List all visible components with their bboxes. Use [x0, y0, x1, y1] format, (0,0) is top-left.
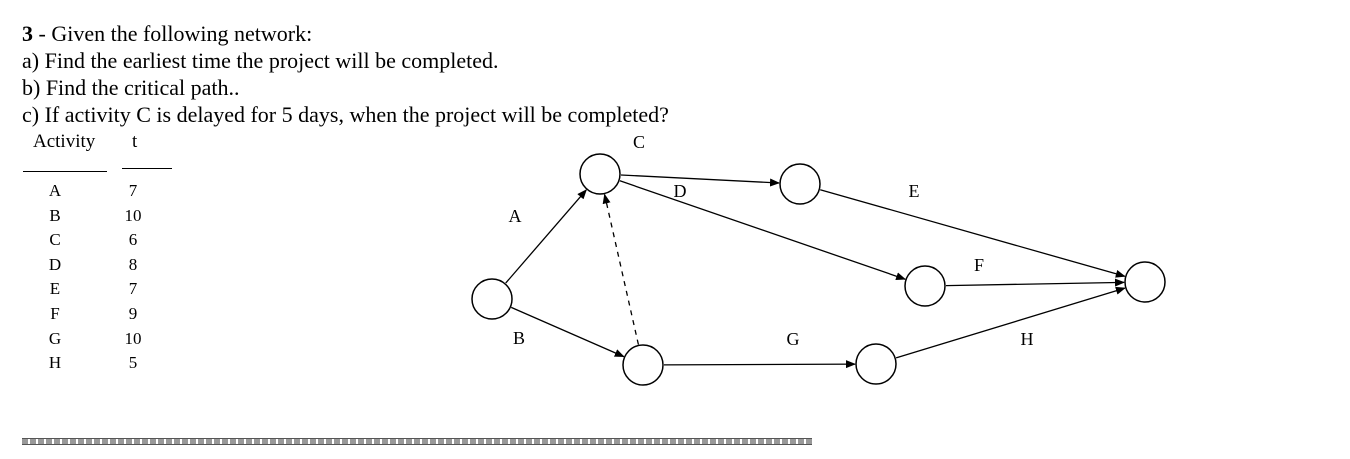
table-cell-duration: 6	[128, 230, 138, 250]
activity-arrow-H	[895, 286, 1126, 359]
table-cell-duration: 7	[128, 181, 138, 200]
table-cell-activity: A	[48, 181, 62, 200]
activity-arrow-A	[505, 189, 587, 284]
table-rule-t	[122, 168, 172, 169]
table-cell-duration: 7	[128, 279, 138, 299]
activity-arrow-F	[945, 278, 1125, 287]
table-cell-activity: H	[48, 353, 62, 373]
question-part-a: a) Find the earliest time the project wi…	[22, 48, 499, 73]
activity-label-C: C	[633, 132, 645, 152]
network-node	[855, 343, 897, 385]
footer-divider	[22, 438, 812, 445]
table-rule-activity	[23, 171, 107, 172]
activity-label-G: G	[787, 329, 800, 349]
question-title-text: - Given the following network:	[33, 21, 313, 46]
table-cell-duration: 9	[128, 304, 138, 323]
network-node	[471, 278, 513, 320]
question-number: 3	[22, 21, 33, 46]
table-cell-duration: 8	[128, 254, 138, 274]
table-cell-activity: B	[49, 205, 61, 225]
question-part-b: b) Find the critical path..	[22, 75, 240, 100]
question-part-c: c) If activity C is delayed for 5 days, …	[22, 102, 669, 127]
activity-label-E: E	[909, 181, 920, 201]
table-cell-activity: C	[49, 230, 61, 250]
activity-label-F: F	[974, 255, 984, 275]
activity-label-H: H	[1021, 329, 1034, 349]
network-node	[579, 153, 621, 195]
table-cell-activity: E	[49, 279, 61, 299]
table-cell-duration: 5	[128, 353, 138, 373]
question-title: 3 - Given the following network:	[22, 20, 669, 47]
activity-arrow-E	[820, 189, 1126, 278]
table-cell-activity: D	[48, 254, 62, 274]
activity-label-A: A	[509, 206, 522, 226]
network-node	[1124, 261, 1166, 303]
table-header-activity: Activity	[33, 131, 96, 152]
table-cell-duration: 10	[124, 205, 142, 225]
network-node	[779, 163, 821, 205]
table-cell-activity: F	[50, 304, 60, 323]
table-cell-duration: 10	[124, 328, 142, 348]
question-text: 3 - Given the following network: a) Find…	[22, 20, 669, 128]
activity-arrow-G	[663, 360, 856, 369]
table-header-t: t	[132, 131, 138, 152]
activity-arrow-C	[620, 174, 780, 187]
activity-label-B: B	[513, 328, 525, 348]
network-node	[622, 344, 664, 386]
activity-arrow-B	[510, 306, 625, 358]
activity-label-D: D	[674, 181, 687, 201]
table-cell-activity: G	[48, 328, 62, 348]
dummy-activity-arrow	[602, 193, 640, 345]
network-node	[904, 265, 946, 307]
activity-arrow-D	[619, 180, 907, 281]
